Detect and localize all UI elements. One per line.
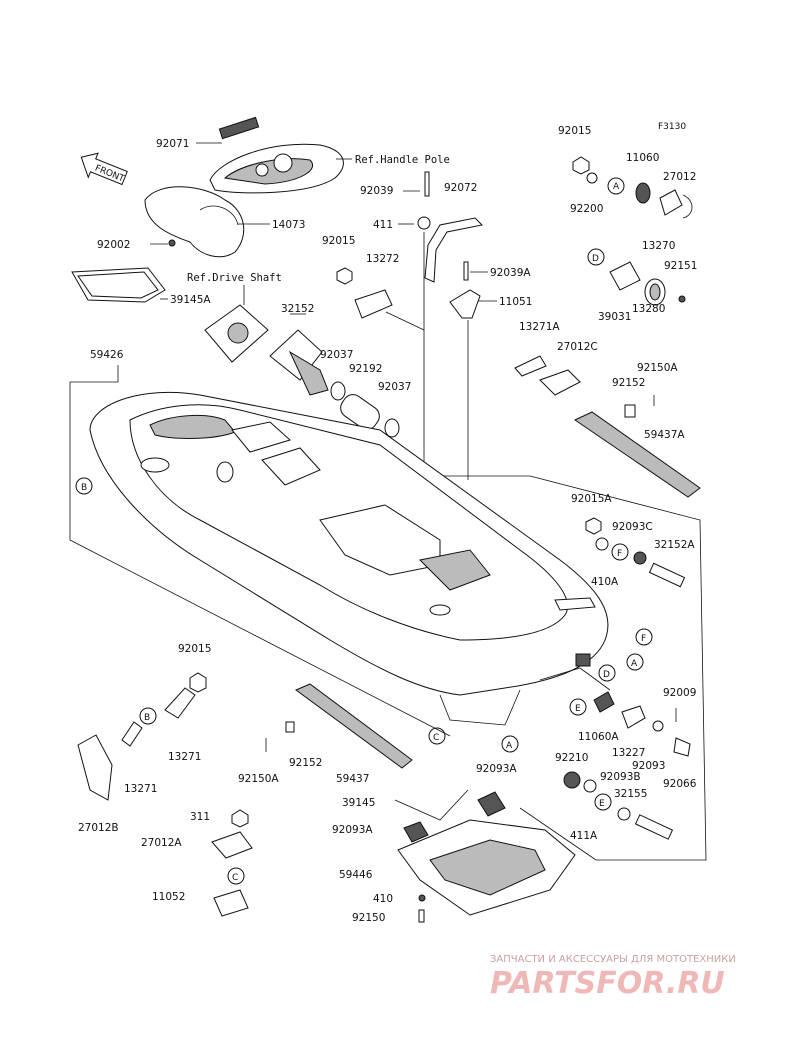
part-label-92039: 92039 (360, 185, 393, 197)
ref-handle-pole: Ref.Handle Pole (355, 154, 450, 166)
part-27012B-pad (77, 734, 113, 801)
svg-text:F: F (641, 634, 646, 644)
svg-text:F: F (617, 549, 622, 559)
handle-pole-cover (209, 116, 344, 194)
part-92015-nut-a (336, 267, 353, 285)
part-label-59437: 59437 (336, 773, 369, 785)
figure-id: F3130 (658, 122, 686, 132)
part-label-11052: 11052 (152, 891, 185, 903)
drive-shaft-flange (204, 304, 400, 438)
part-label-59437A: 59437A (644, 429, 685, 441)
watermark-logo: PARTSFOR.RU (490, 966, 725, 1001)
part-label-32152A: 32152A (654, 539, 695, 551)
part-label-411A: 411A (570, 830, 598, 842)
part-label-11060: 11060 (626, 152, 659, 164)
part-13272-clamp (354, 289, 393, 319)
svg-text:A: A (613, 182, 620, 192)
part-label-13270: 13270 (642, 240, 675, 252)
watermark-text: ЗАПЧАСТИ И АКСЕССУАРЫ ДЛЯ МОТОТЕХНИКИ (490, 954, 736, 965)
part-label-92009: 92009 (663, 687, 696, 699)
hull-body (89, 391, 611, 726)
part-59437-rail (294, 683, 413, 769)
part-label-92152-a: 92152 (612, 377, 645, 389)
part-label-13271-a: 13271 (168, 751, 201, 763)
part-label-32152: 32152 (281, 303, 314, 315)
part-label-92150: 92150 (352, 912, 385, 924)
part-label-92192: 92192 (349, 363, 382, 375)
svg-text:B: B (81, 483, 87, 493)
part-label-39031: 39031 (598, 311, 631, 323)
part-39145A-seal (71, 267, 166, 303)
part-label-11051: 11051 (499, 296, 532, 308)
part-label-13272: 13272 (366, 253, 399, 265)
part-label-39145: 39145 (342, 797, 375, 809)
svg-text:D: D (592, 254, 599, 264)
part-label-92093C: 92093C (612, 521, 653, 533)
svg-text:E: E (575, 704, 581, 714)
svg-text:E: E (599, 799, 605, 809)
part-label-92150A-b: 92150A (238, 773, 279, 785)
part-92039-bolt (424, 171, 430, 197)
svg-text:A: A (631, 659, 638, 669)
part-label-92037b: 92037 (378, 381, 411, 393)
svg-text:D: D (603, 670, 610, 680)
part-label-311: 311 (190, 811, 210, 823)
part-label-92015-a: 92015 (322, 235, 355, 247)
part-label-92072: 92072 (444, 182, 477, 194)
part-label-92093A-a: 92093A (476, 763, 517, 775)
svg-text:C: C (232, 873, 238, 883)
part-label-92093A-b: 92093A (332, 824, 373, 836)
part-label-13280: 13280 (632, 303, 665, 315)
ref-drive-shaft: Ref.Drive Shaft (187, 272, 282, 284)
part-label-92200: 92200 (570, 203, 603, 215)
part-14073-boot (144, 186, 245, 258)
part-label-11060A: 11060A (578, 731, 619, 743)
part-label-13271-b: 13271 (124, 783, 157, 795)
part-label-92150A-a: 92150A (637, 362, 678, 374)
part-label-92037: 92037 (320, 349, 353, 361)
part-label-410: 410 (373, 893, 393, 905)
part-label-13271A: 13271A (519, 321, 560, 333)
part-label-59426: 59426 (90, 349, 124, 361)
part-label-27012A: 27012A (141, 837, 182, 849)
part-59437A-rail (573, 411, 701, 498)
part-label-92152-b: 92152 (289, 757, 322, 769)
part-label-27012C: 27012C (557, 341, 598, 353)
part-label-92210: 92210 (555, 752, 588, 764)
part-label-32155: 32155 (614, 788, 647, 800)
part-label-59446: 59446 (339, 869, 373, 881)
part-label-27012: 27012 (663, 171, 696, 183)
part-label-27012B: 27012B (78, 822, 119, 834)
part-11051-bracket (449, 289, 481, 319)
svg-text:A: A (506, 741, 513, 751)
part-label-410A: 410A (591, 576, 619, 588)
part-label-92039A: 92039A (490, 267, 531, 279)
part-label-92015A: 92015A (571, 493, 612, 505)
part-label-13227: 13227 (612, 747, 645, 759)
part-label-411: 411 (373, 219, 393, 231)
part-label-92093B: 92093B (600, 771, 641, 783)
svg-text:B: B (144, 713, 150, 723)
part-label-92015-b: 92015 (558, 125, 591, 137)
part-label-39145A: 39145A (170, 294, 211, 306)
svg-text:C: C (433, 733, 439, 743)
part-label-92093: 92093 (632, 760, 665, 772)
part-label-92071: 92071 (156, 138, 189, 150)
part-92072-bracket (424, 217, 484, 283)
front-arrow-icon: FRONT (80, 152, 128, 186)
part-label-14073: 14073 (272, 219, 305, 231)
part-label-92002: 92002 (97, 239, 130, 251)
part-label-92066: 92066 (663, 778, 697, 790)
part-label-92015-c: 92015 (178, 643, 211, 655)
part-label-92151: 92151 (664, 260, 697, 272)
